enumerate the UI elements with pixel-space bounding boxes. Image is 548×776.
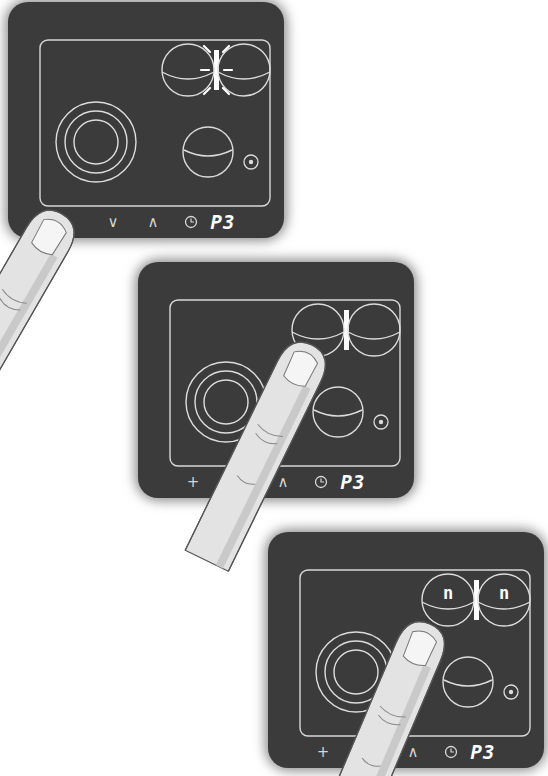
- zone-circle: [478, 574, 530, 626]
- touch-key-symbol: +: [187, 475, 200, 490]
- power-level-display: P3: [471, 743, 496, 762]
- touch-key-symbol: +: [317, 745, 330, 760]
- control-panel: + ∧ P3: [138, 262, 414, 498]
- power-level-display: P3: [341, 473, 366, 492]
- zone-divider: [422, 602, 474, 609]
- cooking-zone: n: [421, 573, 475, 627]
- finger: [185, 334, 333, 571]
- finger: [0, 202, 83, 434]
- zone-level-display: n: [443, 585, 453, 602]
- touch-key-symbol: ∧: [408, 745, 419, 760]
- finger: [314, 615, 452, 776]
- blink-rays: [201, 46, 232, 94]
- cooking-zone: n: [477, 573, 531, 627]
- control-panel-body: [5, 0, 287, 241]
- control-panel: ∨ ∧ P3: [8, 2, 284, 238]
- zone-divider: [478, 602, 530, 609]
- control-panel: + ∧ P3 n n: [268, 532, 544, 768]
- zone-level-display: n: [499, 585, 509, 602]
- touch-key-symbol: ∧: [278, 475, 289, 490]
- touch-key-symbol: ∨: [108, 215, 119, 230]
- dual-zone-outline: [162, 44, 270, 96]
- zone-circle: [422, 574, 474, 626]
- touch-key-symbol: ∧: [148, 215, 159, 230]
- power-level-display: P3: [211, 213, 236, 232]
